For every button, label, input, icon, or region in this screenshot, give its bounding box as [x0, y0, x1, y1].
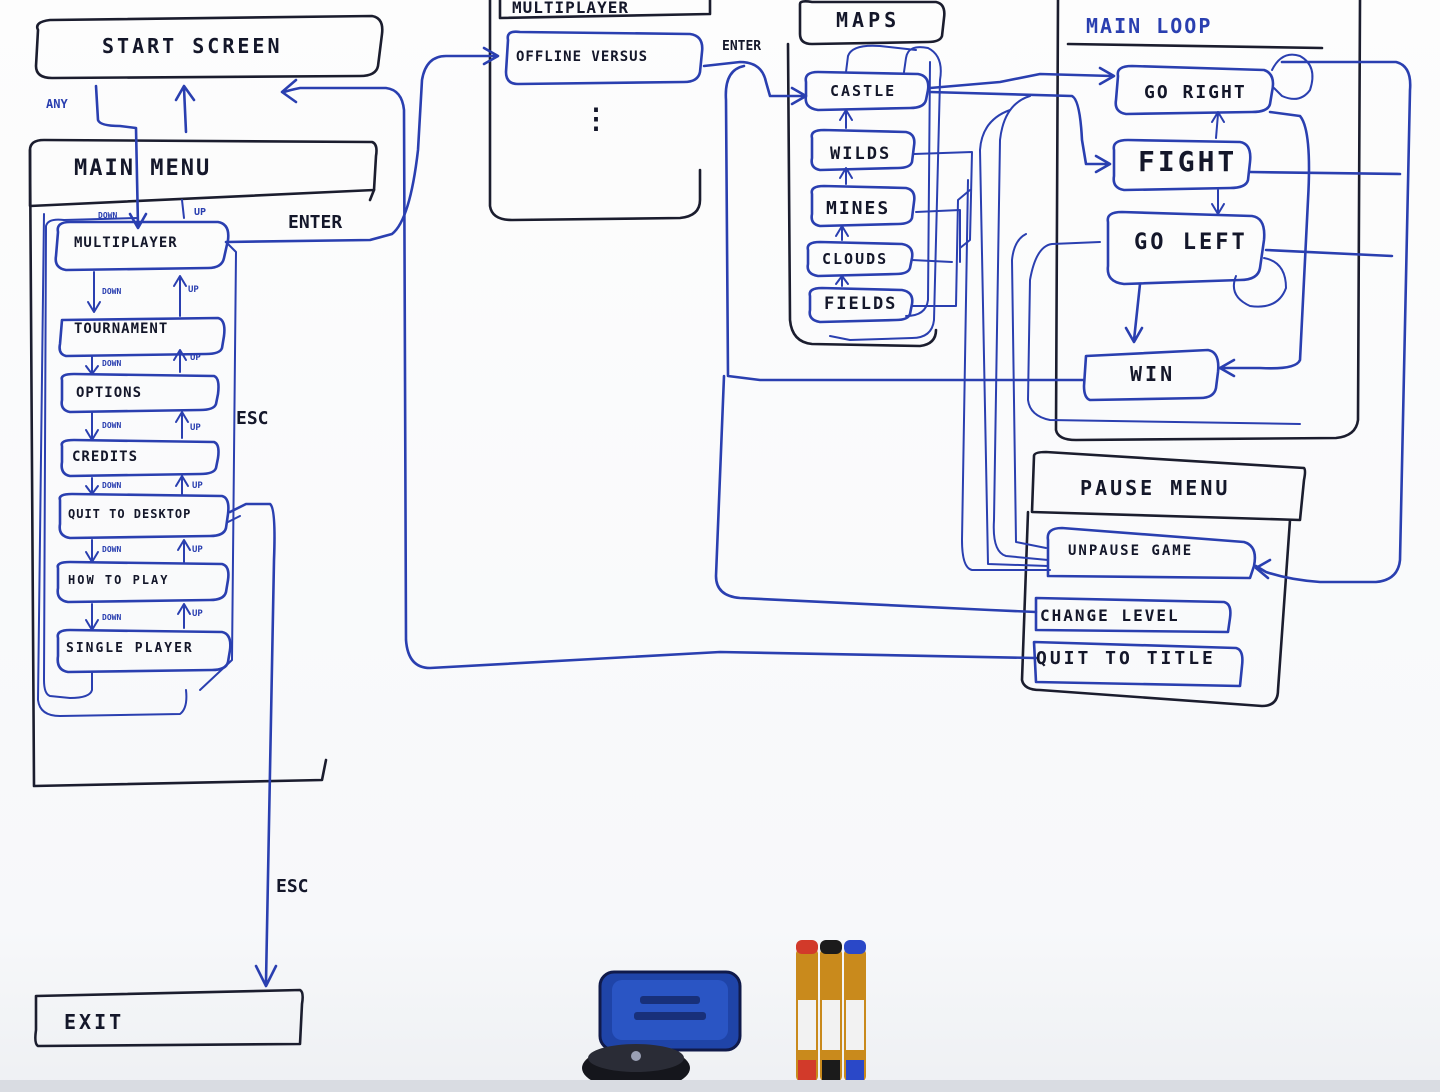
main-menu-title: MAIN MENU	[74, 156, 212, 181]
pause-item-quit-to-title[interactable]: QUIT TO TITLE	[1036, 648, 1216, 669]
menu-item-options[interactable]: OPTIONS	[76, 385, 143, 401]
multiplayer-box	[488, 0, 712, 222]
menu-item-credits[interactable]: CREDITS	[72, 449, 139, 465]
down-label: DOWN	[102, 545, 122, 554]
back-to-start-arrow	[174, 84, 196, 134]
up-label: UP	[192, 545, 203, 555]
down-label: DOWN	[102, 481, 122, 490]
esc-label-exit: ESC	[276, 876, 309, 897]
maps-title: MAPS	[836, 8, 901, 32]
offline-versus-item[interactable]: OFFLINE VERSUS	[516, 49, 649, 65]
map-exits	[911, 151, 973, 307]
pause-item-unpause[interactable]: UNPAUSE GAME	[1068, 543, 1194, 559]
esc-label-menu: ESC	[236, 408, 269, 429]
whiteboard-tray	[0, 1080, 1440, 1092]
pause-menu-box	[1030, 450, 1307, 522]
esc-exit-arrow	[228, 502, 278, 988]
map-item-boxes	[804, 44, 942, 341]
enter-label-multi: ENTER	[722, 39, 762, 54]
state-win[interactable]: WIN	[1130, 362, 1176, 386]
menu-item-how-to-play[interactable]: HOW TO PLAY	[68, 573, 170, 587]
down-label: DOWN	[102, 421, 122, 430]
main-menu-box	[28, 138, 378, 208]
enter-label-main: ENTER	[288, 212, 343, 233]
marker-pens	[796, 940, 866, 1082]
pause-menu-item-boxes	[1032, 526, 1257, 688]
map-castle[interactable]: CASTLE	[830, 82, 897, 100]
up-label: UP	[188, 285, 199, 295]
pause-menu-links	[280, 78, 1051, 670]
exit-box	[34, 988, 304, 1048]
state-go-right[interactable]: GO RIGHT	[1144, 82, 1247, 103]
down-label: DOWN	[102, 613, 122, 622]
up-label: UP	[192, 481, 203, 491]
state-go-left[interactable]: GO LEFT	[1134, 230, 1248, 255]
exit-label: EXIT	[64, 1010, 125, 1034]
main-loop-transitions	[724, 53, 1412, 584]
main-menu-item-boxes	[37, 213, 237, 717]
start-screen-label: START SCREEN	[102, 34, 283, 58]
up-label: UP	[192, 609, 203, 619]
down-label: DOWN	[98, 211, 118, 220]
main-loop-box	[1054, 0, 1362, 442]
pause-menu-title: PAUSE MENU	[1080, 476, 1231, 500]
main-loop-state-boxes	[1082, 64, 1275, 402]
map-mines[interactable]: MINES	[826, 198, 891, 219]
menu-item-quit-to-desktop[interactable]: QUIT TO DESKTOP	[68, 507, 192, 521]
up-label: UP	[194, 207, 207, 218]
menu-item-multiplayer[interactable]: MULTIPLAYER	[74, 235, 178, 251]
multiplayer-title: MULTIPLAYER	[512, 0, 629, 17]
map-fields[interactable]: FIELDS	[824, 294, 898, 314]
down-label: DOWN	[102, 287, 122, 296]
any-label: ANY	[46, 97, 68, 111]
down-label: DOWN	[102, 359, 122, 368]
offline-versus-box	[504, 30, 704, 86]
menu-item-single-player[interactable]: SINGLE PLAYER	[66, 641, 194, 656]
round-magnet	[582, 1044, 690, 1090]
state-fight[interactable]: FIGHT	[1138, 145, 1238, 178]
eraser	[598, 970, 742, 1052]
enter-multiplayer-arrow	[224, 46, 500, 244]
start-screen-box	[34, 14, 384, 80]
menu-item-tournament[interactable]: TOURNAMENT	[74, 321, 169, 337]
map-wilds[interactable]: WILDS	[830, 144, 892, 164]
up-label: UP	[190, 353, 201, 363]
enter-maps-arrow	[702, 60, 808, 106]
up-label: UP	[190, 423, 201, 433]
more-items-ellipsis: ⋮	[582, 102, 610, 135]
maps-box	[798, 0, 946, 46]
map-clouds[interactable]: CLOUDS	[822, 250, 889, 268]
main-loop-title: MAIN LOOP	[1086, 14, 1213, 38]
pause-item-change-level[interactable]: CHANGE LEVEL	[1040, 606, 1180, 625]
menu-navigation-arrows	[43, 199, 191, 699]
any-arrow	[94, 84, 148, 230]
